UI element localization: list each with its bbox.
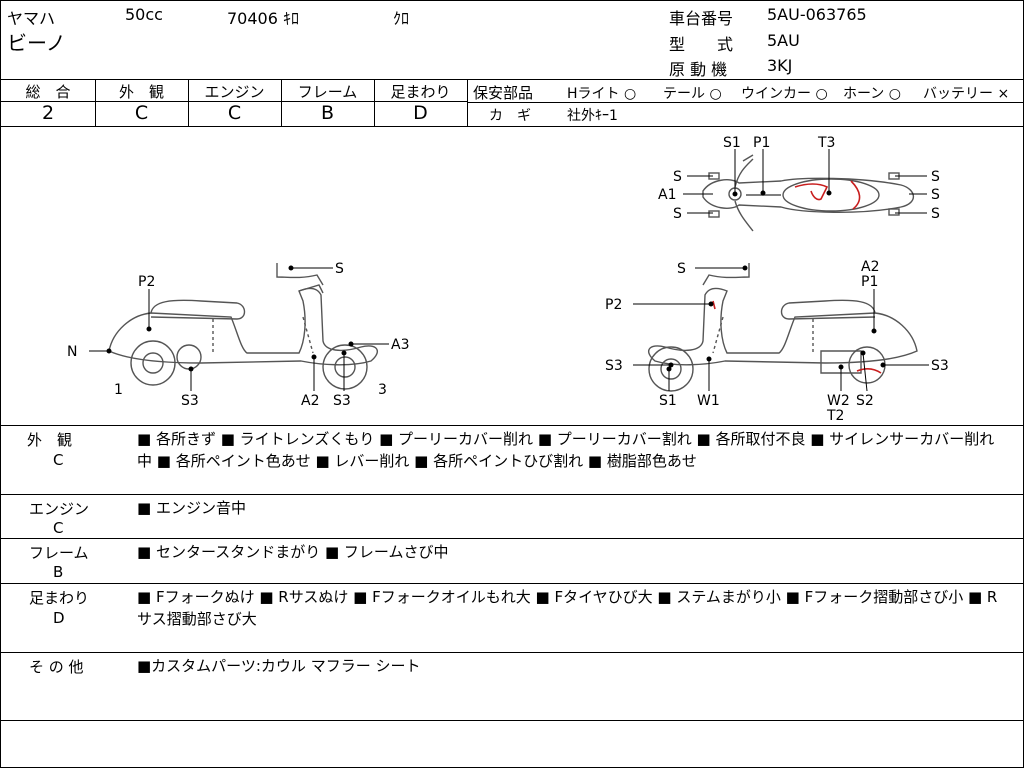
left-label-P2: P2 (138, 274, 155, 290)
right-label-W1: W1 (697, 393, 720, 409)
left-label-1: 1 (114, 382, 123, 398)
right-label-S2: S2 (856, 393, 874, 409)
overall-label: 総 合 (25, 83, 71, 101)
top-label-P1: P1 (753, 135, 770, 151)
safety-label: 保安部品 (473, 84, 534, 102)
color: ｸﾛ (393, 9, 410, 28)
mileage: 70406 ｷﾛ (227, 9, 299, 28)
section-suspension-text: ■ Fフォークぬけ ■ Rサスぬけ ■ Fフォークオイルもれ大 ■ Fタイヤひび… (137, 588, 998, 628)
exterior-label: 外 観 (118, 83, 164, 101)
top-label-A1: A1 (658, 187, 676, 203)
handwritten-marks (712, 180, 882, 374)
suspension-label: 足まわり (390, 83, 451, 101)
section-suspension-name: 足まわり (29, 589, 90, 607)
right-label-S: S (677, 261, 686, 277)
top-label-S-d: S (931, 187, 940, 203)
section-engine-text: ■ エンジン音中 (137, 499, 246, 517)
right-label-S1: S1 (659, 393, 677, 409)
type-label: 型 式 (669, 35, 734, 54)
left-label-S3: S3 (181, 393, 199, 409)
scooter-left-view (108, 263, 379, 390)
suspension-grade: D (413, 102, 428, 124)
safety-headlight: Hライト ○ (567, 86, 637, 102)
left-label-S3b: S3 (333, 393, 351, 409)
section-engine-name: エンジン (29, 500, 90, 518)
frame-label: フレーム (297, 83, 358, 101)
top-label-S1: S1 (723, 135, 741, 151)
section-exterior-grade: C (53, 451, 64, 469)
frame-no: 5AU-063765 (767, 5, 867, 24)
section-other-text: ■カスタムパーツ:カウル マフラー シート (137, 657, 421, 675)
frame-grade: B (320, 102, 335, 124)
top-label-S-e: S (931, 206, 940, 222)
section-exterior-name: 外 観 (27, 431, 73, 449)
safety-horn: ホーン ○ (843, 86, 901, 102)
safety-winker: ウインカー ○ (741, 86, 828, 102)
left-label-A3: A3 (391, 337, 409, 353)
section-engine-grade: C (53, 519, 64, 537)
top-label-S-a: S (673, 169, 682, 185)
right-label-T2: T2 (826, 408, 844, 424)
key-label: カ ギ (489, 108, 531, 124)
type-value: 5AU (767, 31, 800, 50)
frame-no-label: 車台番号 (669, 9, 734, 28)
right-label-P2: P2 (605, 297, 622, 313)
maker: ヤマハ (7, 9, 56, 28)
left-label-N: N (67, 344, 77, 360)
engine-model-value: 3KJ (767, 56, 793, 75)
section-frame-grade: B (53, 563, 64, 581)
right-label-W2: W2 (827, 393, 850, 409)
top-label-S-c: S (931, 169, 940, 185)
engine-grade: C (227, 102, 242, 124)
section-other-name: そ の 他 (29, 658, 84, 676)
model-name: ビーノ (7, 31, 66, 55)
scooter-right-view (647, 263, 918, 392)
section-exterior-text: ■ 各所きず ■ ライトレンズくもり ■ プーリーカバー削れ ■ プーリーカバー… (137, 430, 995, 470)
right-label-S3: S3 (605, 358, 623, 374)
left-label-A2: A2 (301, 393, 319, 409)
exterior-grade: C (134, 102, 149, 124)
section-frame-text: ■ センタースタンドまがり ■ フレームさび中 (137, 543, 449, 561)
section-frame-name: フレーム (29, 544, 89, 562)
right-label-P1: P1 (861, 274, 878, 290)
section-suspension-grade: D (53, 609, 65, 627)
scooter-top-view (702, 154, 915, 232)
top-label-T3: T3 (817, 135, 835, 151)
safety-battery: バッテリー × (923, 86, 1010, 102)
right-label-S3b: S3 (931, 358, 949, 374)
key-value: 社外ｷｰ1 (567, 108, 618, 124)
left-label-S: S (335, 261, 344, 277)
leader-lines (89, 149, 929, 392)
damage-diagram: S P2 N 1 S3 A2 S3 3 A3 S P2 S3 S1 W1 A2 … (67, 135, 949, 424)
engine-label: エンジン (204, 83, 265, 101)
safety-tail: テール ○ (663, 86, 722, 102)
top-label-S-b: S (673, 206, 682, 222)
displacement: 50cc (125, 5, 163, 24)
right-label-A2: A2 (861, 259, 879, 275)
left-label-3: 3 (378, 382, 387, 398)
overall-grade: 2 (41, 102, 55, 124)
engine-model-label: 原 動 機 (669, 60, 728, 79)
